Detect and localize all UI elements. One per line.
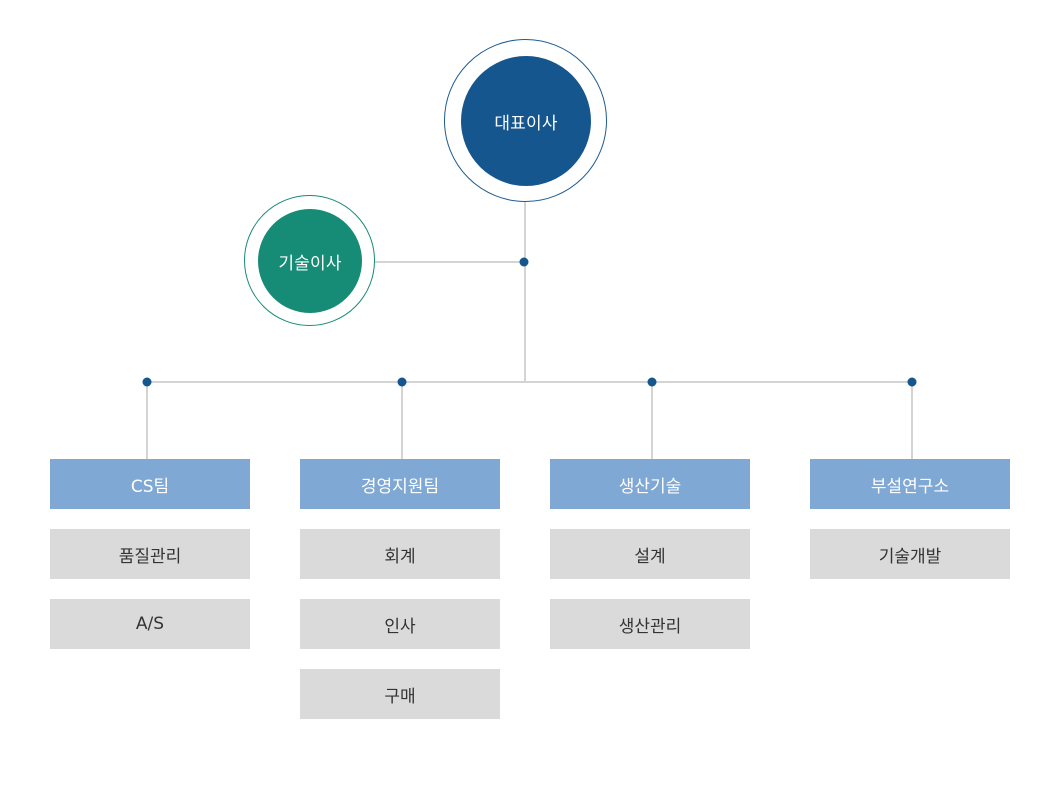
- dept-header-research: 부설연구소: [810, 459, 1010, 509]
- ceo-label: 대표이사: [494, 113, 558, 134]
- dept-item-label: A/S: [135, 614, 165, 634]
- ceo-node: 대표이사: [461, 56, 591, 186]
- node-dot-management: [397, 377, 407, 387]
- dept-label: 부설연구소: [870, 476, 950, 497]
- dept-item: 구매: [300, 669, 500, 719]
- dept-label: 경영지원팀: [360, 476, 440, 497]
- dept-header-management: 경영지원팀: [300, 459, 500, 509]
- node-dot-research: [907, 377, 917, 387]
- dept-item-label: 구매: [384, 686, 416, 707]
- cto-label: 기술이사: [278, 253, 342, 274]
- dept-item-label: 설계: [634, 546, 666, 567]
- dept-label: CS팀: [130, 476, 170, 497]
- dept-item-label: 기술개발: [878, 546, 942, 567]
- dept-item-label: 생산관리: [618, 616, 682, 637]
- node-dot-production: [647, 377, 657, 387]
- dept-item: 품질관리: [50, 529, 250, 579]
- dept-header-production: 생산기술: [550, 459, 750, 509]
- dept-item: 기술개발: [810, 529, 1010, 579]
- dept-item: A/S: [50, 599, 250, 649]
- cto-junction-dot: [519, 257, 529, 267]
- dept-item-label: 회계: [384, 546, 416, 567]
- dept-item: 설계: [550, 529, 750, 579]
- dept-header-cs: CS팀: [50, 459, 250, 509]
- cto-node: 기술이사: [258, 209, 362, 313]
- dept-item-label: 품질관리: [118, 546, 182, 567]
- dept-item: 생산관리: [550, 599, 750, 649]
- node-dot-cs: [142, 377, 152, 387]
- dept-label: 생산기술: [618, 476, 682, 497]
- dept-item-label: 인사: [384, 616, 416, 637]
- dept-item: 인사: [300, 599, 500, 649]
- dept-item: 회계: [300, 529, 500, 579]
